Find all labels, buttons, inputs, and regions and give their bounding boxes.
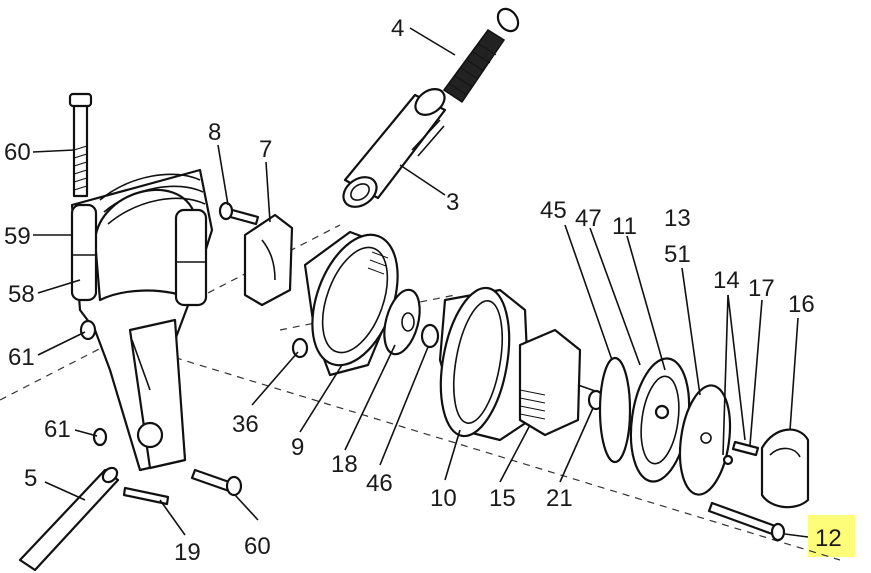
label-15: 15 (489, 485, 516, 512)
axis-line-main (149, 349, 841, 561)
label-47: 47 (575, 205, 602, 232)
part-60-bolt-top (68, 92, 93, 198)
label-9: 9 (291, 434, 304, 461)
label-46: 46 (366, 470, 393, 497)
label-5: 5 (24, 465, 37, 492)
label-14: 14 (713, 267, 740, 294)
label-17: 17 (748, 275, 775, 302)
label-61-upper: 61 (8, 344, 35, 371)
part-11-brush-holder (629, 357, 691, 483)
label-51: 51 (664, 241, 691, 268)
part-14-17-pins (722, 440, 760, 466)
label-8: 8 (208, 119, 221, 146)
label-36: 36 (232, 411, 259, 438)
axis-line-mid (279, 294, 456, 331)
highlight-12 (808, 515, 855, 557)
label-3: 3 (446, 189, 459, 216)
part-13-51-disc (678, 384, 732, 496)
label-61-lower: 61 (44, 416, 71, 443)
part-61-nut-upper (79, 319, 97, 341)
label-16: 16 (788, 291, 815, 318)
part-labels: 4 60 8 7 3 59 58 61 45 47 11 13 51 14 17… (4, 15, 842, 566)
label-10: 10 (430, 485, 457, 512)
label-13: 13 (664, 205, 691, 232)
part-15-armature (518, 328, 599, 437)
part-5-shaft (18, 466, 120, 572)
part-46-washer (420, 323, 440, 349)
part-61-nut-lower (92, 427, 108, 447)
label-11: 11 (612, 213, 637, 240)
part-9-housing (303, 230, 399, 377)
label-19: 19 (174, 539, 201, 566)
part-36-washer (291, 337, 309, 359)
part-60-bolt-lower (190, 468, 243, 497)
part-8-screw (218, 201, 260, 226)
part-18-disc (383, 288, 421, 356)
part-19-pin (122, 486, 170, 506)
part-58-59-clamp-body (70, 168, 214, 472)
label-4: 4 (391, 15, 404, 42)
label-45: 45 (540, 197, 567, 224)
part-16-cap (760, 428, 810, 509)
part-4-spring (442, 7, 520, 104)
label-58: 58 (8, 281, 35, 308)
label-7: 7 (259, 136, 272, 163)
label-21: 21 (546, 485, 573, 512)
part-7-block (243, 213, 294, 307)
label-12: 12 (815, 525, 842, 552)
part-10-housing (438, 286, 532, 442)
leader-lines (32, 27, 809, 538)
label-60-top: 60 (4, 139, 31, 166)
part-12-screw (707, 501, 786, 542)
label-60-lower: 60 (244, 533, 271, 560)
label-59: 59 (4, 223, 31, 250)
label-18: 18 (331, 451, 358, 478)
part-45-ring (598, 356, 632, 464)
part-3-tube (342, 88, 447, 208)
